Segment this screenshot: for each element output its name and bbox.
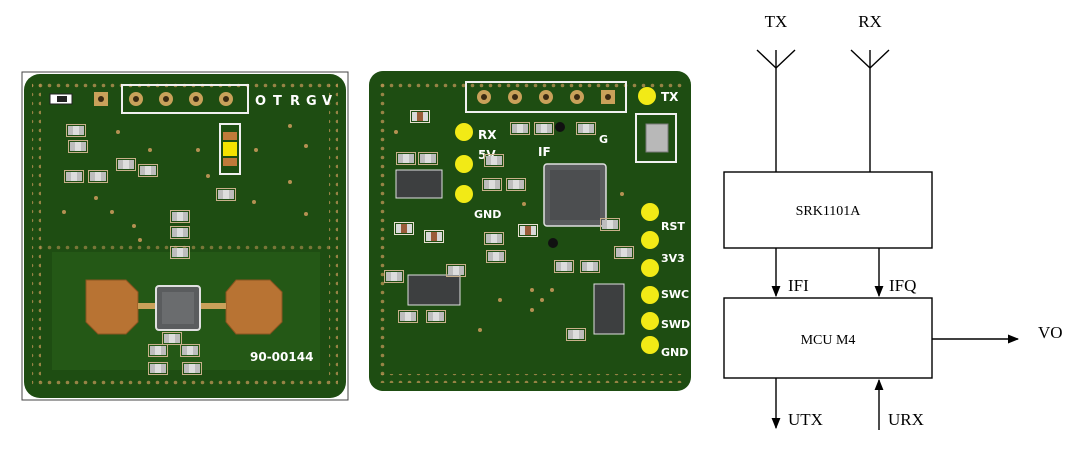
- left-header-label-o: O: [255, 94, 266, 109]
- left-header-label-g: G: [306, 94, 317, 109]
- antenna-rx-label: RX: [858, 12, 882, 31]
- srk1101a-block: [723, 171, 933, 249]
- mcu-m4-block: [723, 297, 933, 379]
- ifq-label: IFQ: [889, 276, 916, 295]
- left-part-number: 90-00144: [250, 350, 313, 364]
- label-tx: TX: [661, 90, 679, 104]
- label-g: G: [599, 133, 608, 146]
- left-header-label-r: R: [290, 94, 300, 109]
- left-header-label-t: T: [273, 94, 282, 109]
- ifi-label: IFI: [788, 276, 809, 295]
- rx-antenna-icon: [850, 49, 890, 172]
- label-swc: SWC: [661, 288, 689, 301]
- left-header-label-v: V: [322, 94, 332, 109]
- label-if: IF: [538, 145, 551, 159]
- srk1101a-label: SRK1101A: [796, 204, 862, 219]
- left-header-pins: [129, 92, 233, 106]
- label-3v3: 3V3: [661, 252, 685, 265]
- vo-label: VO: [1038, 323, 1063, 342]
- urx-label: URX: [888, 410, 924, 429]
- antenna-tx-label: TX: [765, 12, 788, 31]
- label-gnd-right: GND: [661, 346, 688, 359]
- block-diagram: [723, 49, 1020, 430]
- label-rst: RST: [661, 220, 685, 233]
- block-diagram-labels: TX RX SRK1101A MCU M4 IFI IFQ VO UTX URX: [765, 12, 1063, 429]
- tx-antenna-icon: [756, 49, 796, 172]
- mcu-m4-label: MCU M4: [801, 333, 856, 348]
- left-pcb-board: O T R G V: [21, 71, 349, 401]
- utx-label: UTX: [788, 410, 823, 429]
- label-rx: RX: [478, 128, 497, 142]
- label-gnd-left: GND: [474, 208, 501, 221]
- middle-pcb-board: TX RX 5V GND IF G RST 3V3 SWC SWD GND: [369, 71, 691, 391]
- label-swd: SWD: [661, 318, 690, 331]
